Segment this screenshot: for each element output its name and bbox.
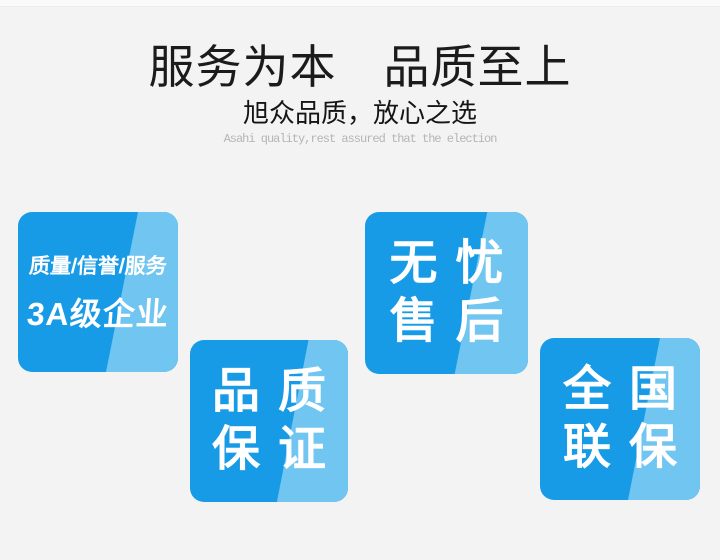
badge-text: 无忧 售后 [365,212,528,374]
badge-quality-assurance: 品质 保证 [190,340,348,502]
top-strip [0,0,720,7]
page-subtitle-en: Asahi quality,rest assured that the elec… [223,132,498,146]
badge-line: 售后 [389,295,522,348]
badge-text: 品质 保证 [190,340,348,502]
page-subtitle: 旭众品质，放心之选 [242,99,477,128]
page-title: 服务为本 品质至上 [148,41,572,93]
badge-line: 3A级企业 [25,295,171,332]
badge-line: 无忧 [389,237,522,290]
badge-line: 联保 [562,421,695,474]
badge-nationwide-warranty: 全国 联保 [540,338,700,500]
badge-line: 保证 [211,423,344,476]
badge-3a-enterprise: 质量/信誉/服务 3A级企业 [18,212,178,372]
badge-line: 质量/信誉/服务 [28,254,168,278]
badge-text: 全国 联保 [540,338,700,500]
badge-line: 品质 [211,365,344,418]
badge-worry-free-aftersales: 无忧 售后 [365,212,528,374]
badge-text: 质量/信誉/服务 3A级企业 [18,212,178,372]
badge-line: 全国 [562,363,695,416]
